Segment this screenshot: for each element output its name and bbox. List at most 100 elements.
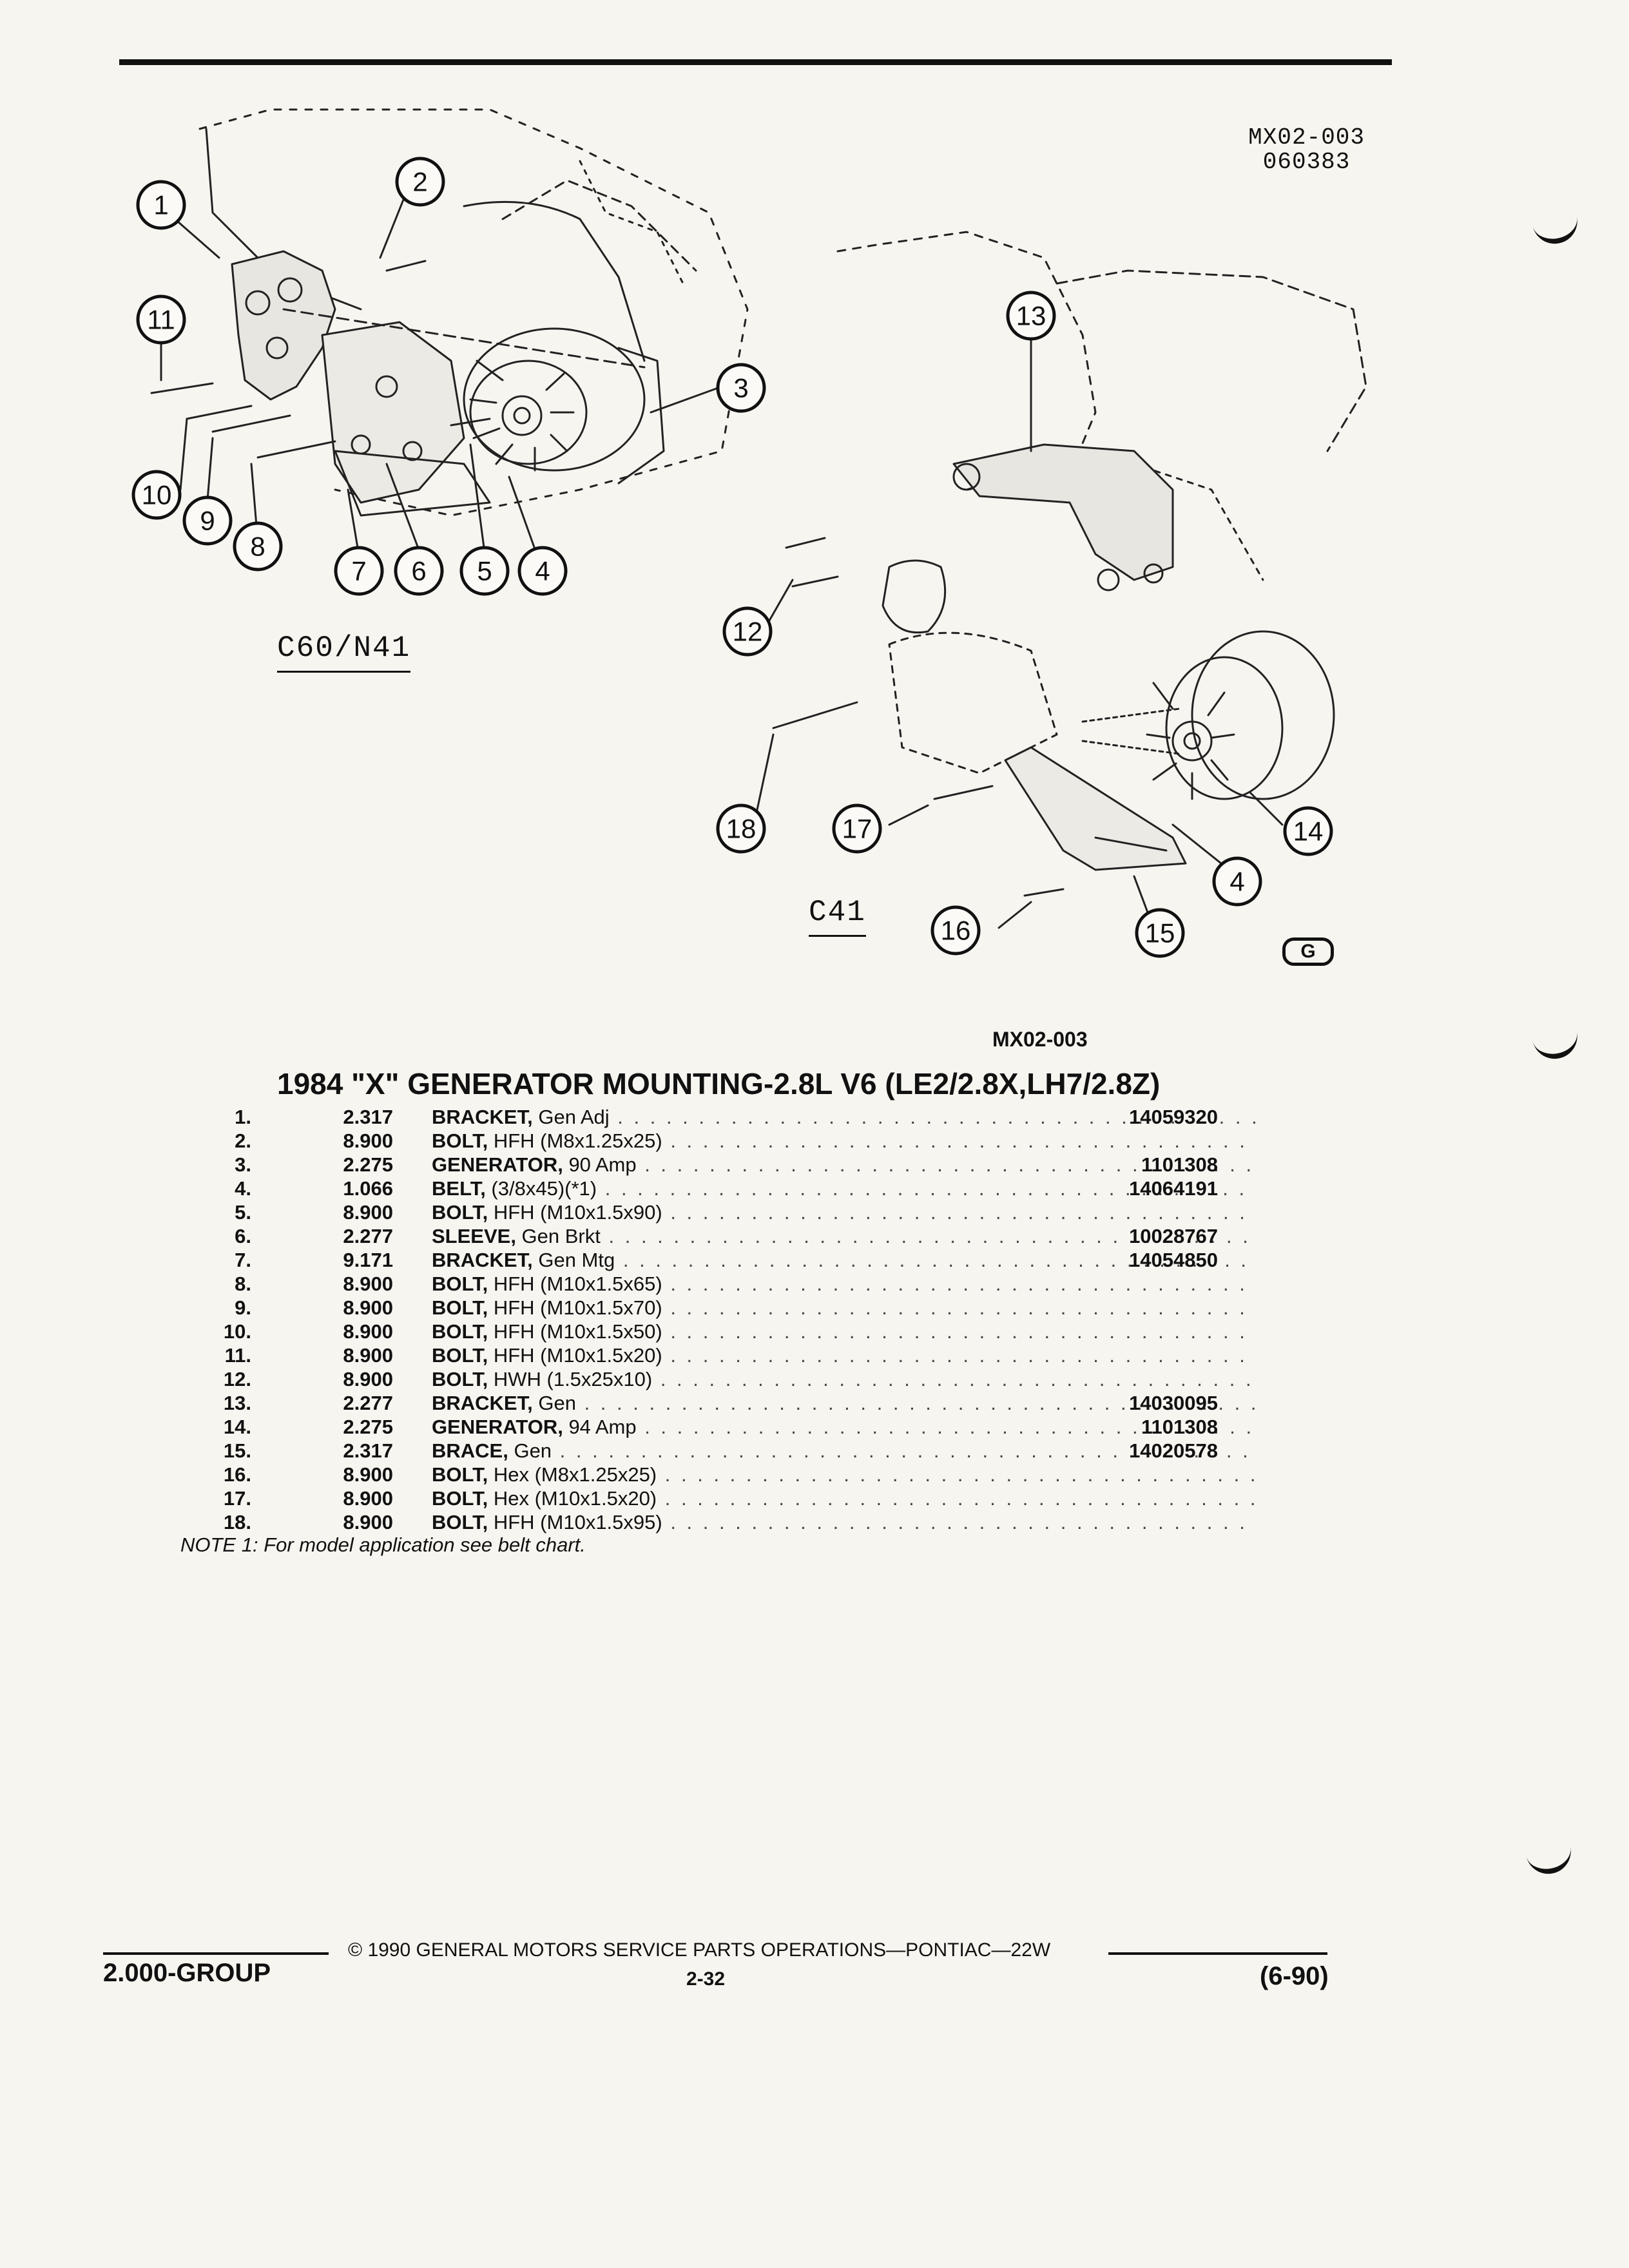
callout-10-label: 10 — [142, 480, 172, 510]
part-name: BOLT, — [432, 1201, 488, 1224]
part-spec: HFH (M10x1.5x95) — [488, 1511, 662, 1533]
callout-9-label: 9 — [200, 506, 215, 536]
callout-4-left: 4 — [517, 546, 568, 596]
binder-mark — [1524, 1838, 1576, 1878]
item-number: 4. — [235, 1177, 251, 1200]
leader-dots: . . . . . . . . . . . . . . . . . . . . … — [670, 1511, 1257, 1533]
part-description: BOLT, HFH (M8x1.25x25) . . . . . . . . .… — [432, 1129, 1257, 1153]
group-number: 1.066 — [343, 1177, 393, 1200]
footer-rule-right — [1108, 1952, 1327, 1955]
item-number: 6. — [235, 1225, 251, 1247]
generator-mounting-illustration: 1 2 3 4 5 6 7 8 9 10 11 12 13 14 15 16 1… — [131, 108, 1367, 958]
callout-11-label: 11 — [147, 305, 175, 335]
group-number: 8.900 — [343, 1296, 393, 1319]
callout-16-label: 16 — [941, 916, 971, 946]
part-spec: 94 Amp — [563, 1416, 637, 1438]
part-name: BOLT, — [432, 1320, 488, 1343]
item-number: 7. — [235, 1249, 251, 1271]
part-spec: Gen — [508, 1439, 552, 1462]
leader-dots: . . . . . . . . . . . . . . . . . . . . … — [604, 1177, 1257, 1200]
part-spec: HWH (1.5x25x10) — [488, 1368, 653, 1390]
part-description: SLEEVE, Gen Brkt . . . . . . . . . . . .… — [432, 1224, 1257, 1248]
part-description: GENERATOR, 90 Amp . . . . . . . . . . . … — [432, 1153, 1257, 1177]
leader-dots: . . . . . . . . . . . . . . . . . . . . … — [670, 1273, 1257, 1295]
footer-group: 2.000-GROUP — [103, 1959, 271, 1987]
group-number: 2.277 — [343, 1392, 393, 1414]
group-number: 9.171 — [343, 1249, 393, 1271]
part-name: SLEEVE, — [432, 1225, 516, 1247]
group-number: 8.900 — [343, 1463, 393, 1486]
view-label-right: C41 — [809, 896, 866, 937]
part-spec: (3/8x45)(*1) — [485, 1177, 597, 1200]
item-number: 8. — [235, 1273, 251, 1295]
leader-dots: . . . . . . . . . . . . . . . . . . . . … — [622, 1249, 1257, 1271]
figure-id-line2: 060383 — [1262, 149, 1351, 175]
part-spec: Gen Mtg — [532, 1249, 615, 1271]
item-number: 16. — [223, 1463, 251, 1486]
callout-10: 10 — [131, 470, 182, 520]
binder-mark — [1530, 1023, 1582, 1063]
part-description: BELT, (3/8x45)(*1) . . . . . . . . . . .… — [432, 1177, 1257, 1200]
callout-4-right: 4 — [1212, 856, 1262, 907]
part-spec: 90 Amp — [563, 1153, 637, 1176]
callout-1: 1 — [136, 180, 186, 230]
part-description: BOLT, HFH (M10x1.5x90) . . . . . . . . .… — [432, 1200, 1257, 1224]
group-number: 8.900 — [343, 1368, 393, 1390]
callout-9: 9 — [182, 495, 233, 546]
part-description: BRACE, Gen . . . . . . . . . . . . . . .… — [432, 1439, 1257, 1463]
callout-18: 18 — [716, 803, 766, 854]
part-name: BOLT, — [432, 1487, 488, 1510]
item-number: 15. — [223, 1439, 251, 1462]
part-name: BOLT, — [432, 1129, 488, 1152]
figure-id-line1: MX02-003 — [1248, 124, 1365, 151]
callout-8-label: 8 — [250, 532, 265, 562]
callout-5-label: 5 — [477, 556, 492, 586]
part-number: 14020578 — [1129, 1439, 1218, 1462]
part-name: BOLT, — [432, 1296, 488, 1319]
part-description: BOLT, HFH (M10x1.5x50) . . . . . . . . .… — [432, 1320, 1257, 1343]
leader-dots: . . . . . . . . . . . . . . . . . . . . … — [670, 1201, 1257, 1224]
part-name: GENERATOR, — [432, 1416, 563, 1438]
part-description: BRACKET, Gen Adj . . . . . . . . . . . .… — [432, 1105, 1257, 1129]
footer-rule-left — [103, 1952, 329, 1955]
part-number: 1101308 — [1141, 1153, 1218, 1176]
callout-13-label: 13 — [1016, 301, 1046, 331]
item-number: 17. — [223, 1487, 251, 1510]
part-number: 14030095 — [1129, 1392, 1218, 1414]
item-number: 2. — [235, 1129, 251, 1152]
callout-3-label: 3 — [733, 373, 748, 403]
part-number: 1101308 — [1141, 1416, 1218, 1438]
part-description: BOLT, Hex (M8x1.25x25) . . . . . . . . .… — [432, 1463, 1257, 1486]
group-number: 2.317 — [343, 1439, 393, 1462]
right-engine-drawing — [772, 231, 1367, 897]
callout-4-right-label: 4 — [1229, 867, 1244, 897]
part-name: BRACE, — [432, 1439, 508, 1462]
part-spec: HFH (M8x1.25x25) — [488, 1129, 662, 1152]
part-number: 14054850 — [1129, 1249, 1218, 1271]
leader-dots: . . . . . . . . . . . . . . . . . . . . … — [670, 1129, 1257, 1152]
part-spec: HFH (M10x1.5x50) — [488, 1320, 662, 1343]
part-spec: Hex (M8x1.25x25) — [488, 1463, 657, 1486]
leader-dots: . . . . . . . . . . . . . . . . . . . . … — [670, 1296, 1257, 1319]
figure-id: MX02-003 060383 — [1248, 126, 1365, 175]
callout-1-label: 1 — [153, 190, 168, 220]
callout-13: 13 — [1006, 291, 1056, 341]
group-number: 8.900 — [343, 1487, 393, 1510]
part-number: 14059320 — [1129, 1106, 1218, 1128]
leader-dots: . . . . . . . . . . . . . . . . . . . . … — [617, 1106, 1257, 1128]
leader-dots: . . . . . . . . . . . . . . . . . . . . … — [608, 1225, 1257, 1247]
part-description: BOLT, HFH (M10x1.5x20) . . . . . . . . .… — [432, 1343, 1257, 1367]
part-name: BOLT, — [432, 1273, 488, 1295]
leader-dots: . . . . . . . . . . . . . . . . . . . . … — [584, 1392, 1257, 1414]
group-number: 2.277 — [343, 1225, 393, 1247]
part-name: BRACKET, — [432, 1106, 533, 1128]
part-name: BOLT, — [432, 1368, 488, 1390]
part-spec: Gen Adj — [532, 1106, 610, 1128]
part-description: BRACKET, Gen . . . . . . . . . . . . . .… — [432, 1391, 1257, 1415]
group-number: 8.900 — [343, 1201, 393, 1224]
part-description: BOLT, HFH (M10x1.5x70) . . . . . . . . .… — [432, 1296, 1257, 1320]
item-number: 1. — [235, 1106, 251, 1128]
leader-dots: . . . . . . . . . . . . . . . . . . . . … — [644, 1153, 1257, 1176]
item-number: 3. — [235, 1153, 251, 1176]
group-number: 8.900 — [343, 1511, 393, 1533]
